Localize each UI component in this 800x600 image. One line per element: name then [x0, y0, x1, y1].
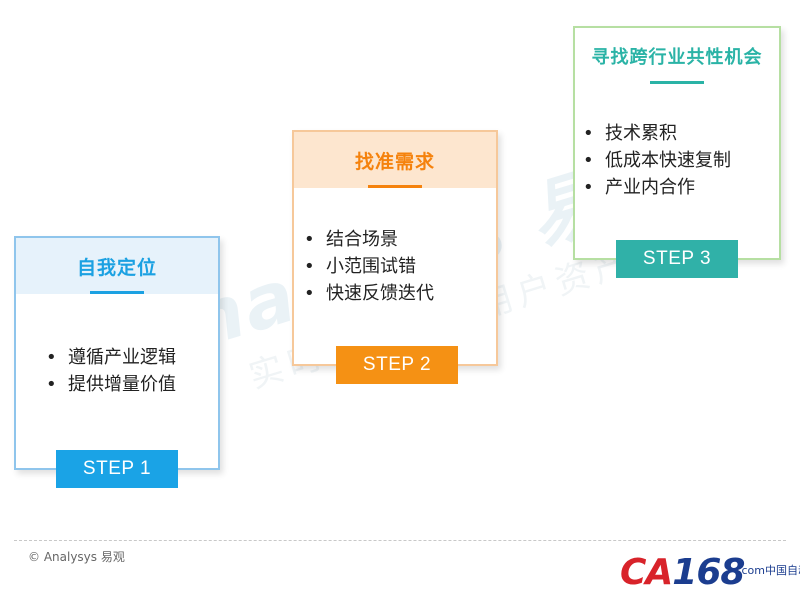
step-card-1: 自我定位 • 遵循产业逻辑 • 提供增量价值 [14, 236, 220, 470]
step-card-1-list: • 遵循产业逻辑 • 提供增量价值 [46, 344, 176, 398]
step-card-1-header: 自我定位 [16, 238, 218, 294]
logo-number: 168 [672, 552, 745, 593]
step-card-3-title: 寻找跨行业共性机会 [591, 47, 763, 68]
step-card-1-accent-line [90, 291, 144, 294]
step-card-2-title: 找准需求 [354, 150, 435, 173]
list-item: • 小范围试错 [304, 253, 434, 280]
footer-divider [14, 540, 786, 541]
list-item: • 低成本快速复制 [583, 147, 731, 174]
copyright-text: © Analysys 易观 [28, 550, 125, 564]
list-item: • 遵循产业逻辑 [46, 344, 176, 371]
list-item-text: 快速反馈迭代 [326, 283, 434, 304]
step-card-2-list: • 结合场景 • 小范围试错 • 快速反馈迭代 [304, 226, 434, 307]
list-item: • 结合场景 [304, 226, 434, 253]
step-card-2-accent-line [368, 185, 422, 188]
list-item: • 快速反馈迭代 [304, 280, 434, 307]
ca168-logo: CA168 .com中国自动化网 [620, 552, 800, 593]
step-2-badge: STEP 2 [336, 346, 458, 384]
bullet-icon: • [583, 123, 594, 144]
step-card-3-accent-line [650, 81, 704, 84]
step-card-3: 寻找跨行业共性机会 • 技术累积 • 低成本快速复制 • 产业内合作 [573, 26, 781, 260]
list-item-text: 结合场景 [326, 229, 398, 250]
list-item: • 提供增量价值 [46, 371, 176, 398]
list-item: • 技术累积 [583, 120, 731, 147]
list-item-text: 提供增量价值 [68, 374, 176, 395]
list-item: • 产业内合作 [583, 174, 731, 201]
bullet-icon: • [46, 347, 57, 368]
bullet-icon: • [304, 229, 315, 250]
bullet-icon: • [583, 150, 594, 171]
step-card-2: 找准需求 • 结合场景 • 小范围试错 • 快速反馈迭代 [292, 130, 498, 366]
step-1-badge: STEP 1 [56, 450, 178, 488]
list-item-text: 低成本快速复制 [605, 150, 731, 171]
logo-ca: CA [620, 552, 673, 593]
bullet-icon: • [583, 177, 594, 198]
list-item-text: 小范围试错 [326, 256, 416, 277]
step-card-3-list: • 技术累积 • 低成本快速复制 • 产业内合作 [583, 120, 731, 201]
bullet-icon: • [304, 256, 315, 277]
logo-subtext: .com中国自动化网 [738, 564, 800, 577]
list-item-text: 技术累积 [605, 123, 677, 144]
step-card-2-header: 找准需求 [294, 132, 496, 188]
bullet-icon: • [304, 283, 315, 304]
step-card-3-header: 寻找跨行业共性机会 [575, 28, 779, 84]
step-3-badge: STEP 3 [616, 240, 738, 278]
list-item-text: 遵循产业逻辑 [68, 347, 176, 368]
bullet-icon: • [46, 374, 57, 395]
list-item-text: 产业内合作 [605, 177, 695, 198]
logo-wordmark: CA168 [620, 552, 745, 593]
step-card-1-title: 自我定位 [76, 256, 157, 279]
